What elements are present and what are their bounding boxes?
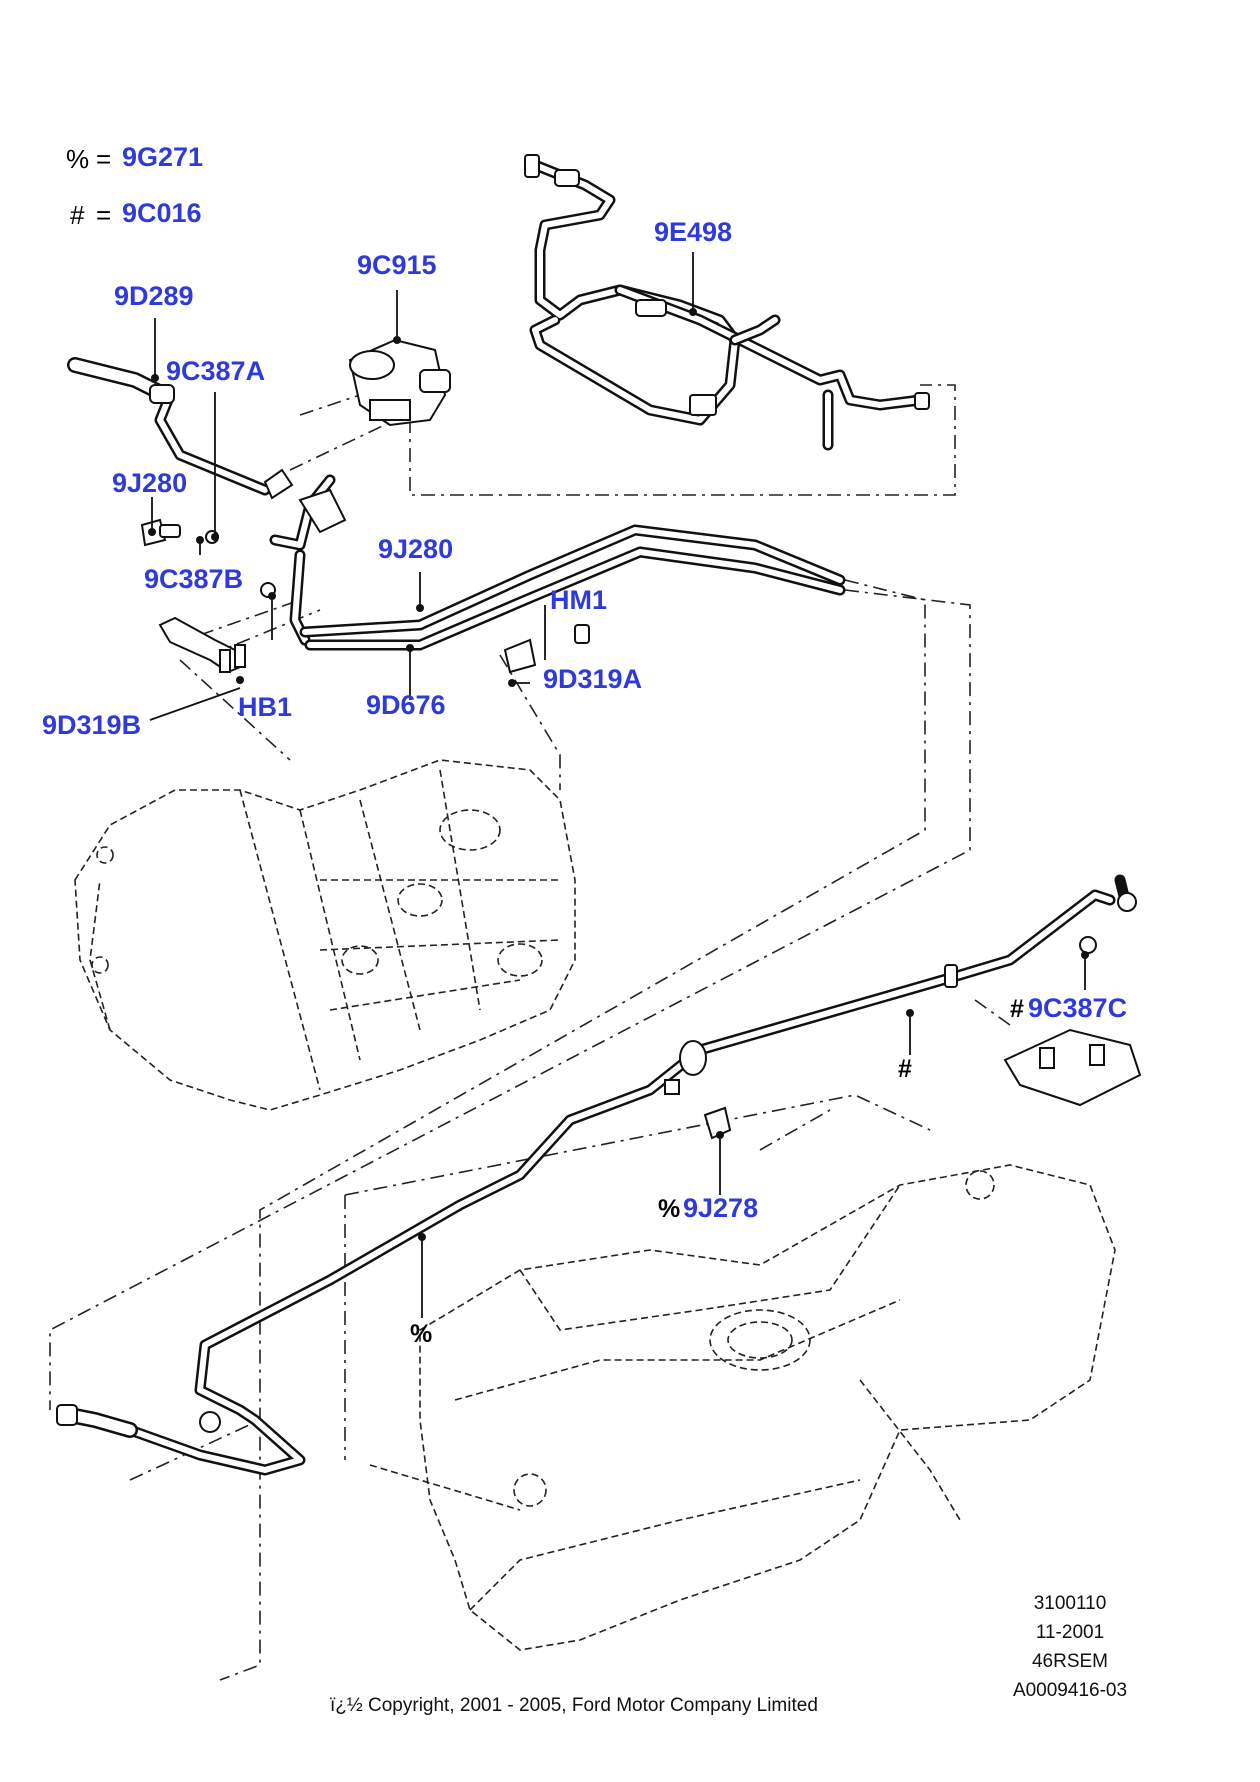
label-9c387a[interactable]: 9C387A <box>166 356 266 386</box>
pipes-9j280-9d676 <box>299 524 846 651</box>
label-9j280-mid[interactable]: 9J280 <box>378 534 454 564</box>
legend-percent-symbol: % <box>66 144 90 174</box>
label-9e498[interactable]: 9E498 <box>654 217 733 247</box>
copyright-notice: ï¿½ Copyright, 2001 - 2005, Ford Motor C… <box>330 1695 818 1716</box>
label-9d319a[interactable]: 9D319A <box>543 664 643 694</box>
drawing-meta-4: A0009416-03 <box>1012 1680 1128 1701</box>
label-9j278[interactable]: 9J278 <box>683 1193 759 1223</box>
label-9c387b[interactable]: 9C387B <box>144 564 244 594</box>
transmission-outline <box>74 759 576 1111</box>
legend-hash-part[interactable]: 9C016 <box>122 198 202 228</box>
drawing-meta-1: 3100110 <box>1033 1593 1107 1614</box>
symbol-hash-9c387c: # <box>1010 995 1024 1023</box>
label-9j280-top[interactable]: 9J280 <box>112 468 188 498</box>
clip-9d319a <box>503 624 590 674</box>
legend-hash-equals: = <box>96 200 112 230</box>
label-9c915[interactable]: 9C915 <box>357 250 437 280</box>
bracket-9d319b <box>158 582 276 674</box>
connector-9j280-top <box>140 474 347 646</box>
drawing-meta-2: 11-2001 <box>1035 1622 1105 1643</box>
legend-hash-symbol: # <box>70 200 85 230</box>
fuel-tank-outline <box>369 1164 1116 1651</box>
label-9d289[interactable]: 9D289 <box>114 281 194 311</box>
drawing-meta-3: 46RSEM <box>1031 1651 1109 1672</box>
legend-percent-equals: = <box>96 144 112 174</box>
label-9c387c[interactable]: 9C387C <box>1028 993 1128 1023</box>
fuel-line-9g271 <box>56 874 1137 1476</box>
symbol-hash-fuel-line: # <box>898 1055 912 1083</box>
symbol-percent-9j278: % <box>658 1195 681 1223</box>
hose-9d289 <box>67 357 294 500</box>
guide-lines <box>49 384 1011 1681</box>
valve-9c915 <box>348 338 451 427</box>
leader-lines <box>148 252 1089 1318</box>
label-9d319b[interactable]: 9D319B <box>42 710 142 740</box>
label-hb1[interactable]: HB1 <box>238 692 293 722</box>
harness-9e498 <box>524 154 930 451</box>
clip-block-9c387c <box>1003 1028 1142 1107</box>
label-9d676[interactable]: 9D676 <box>366 690 446 720</box>
legend-percent-part[interactable]: 9G271 <box>122 142 204 172</box>
symbol-percent-fuel-line: % <box>410 1320 433 1348</box>
label-hm1[interactable]: HM1 <box>550 585 608 615</box>
